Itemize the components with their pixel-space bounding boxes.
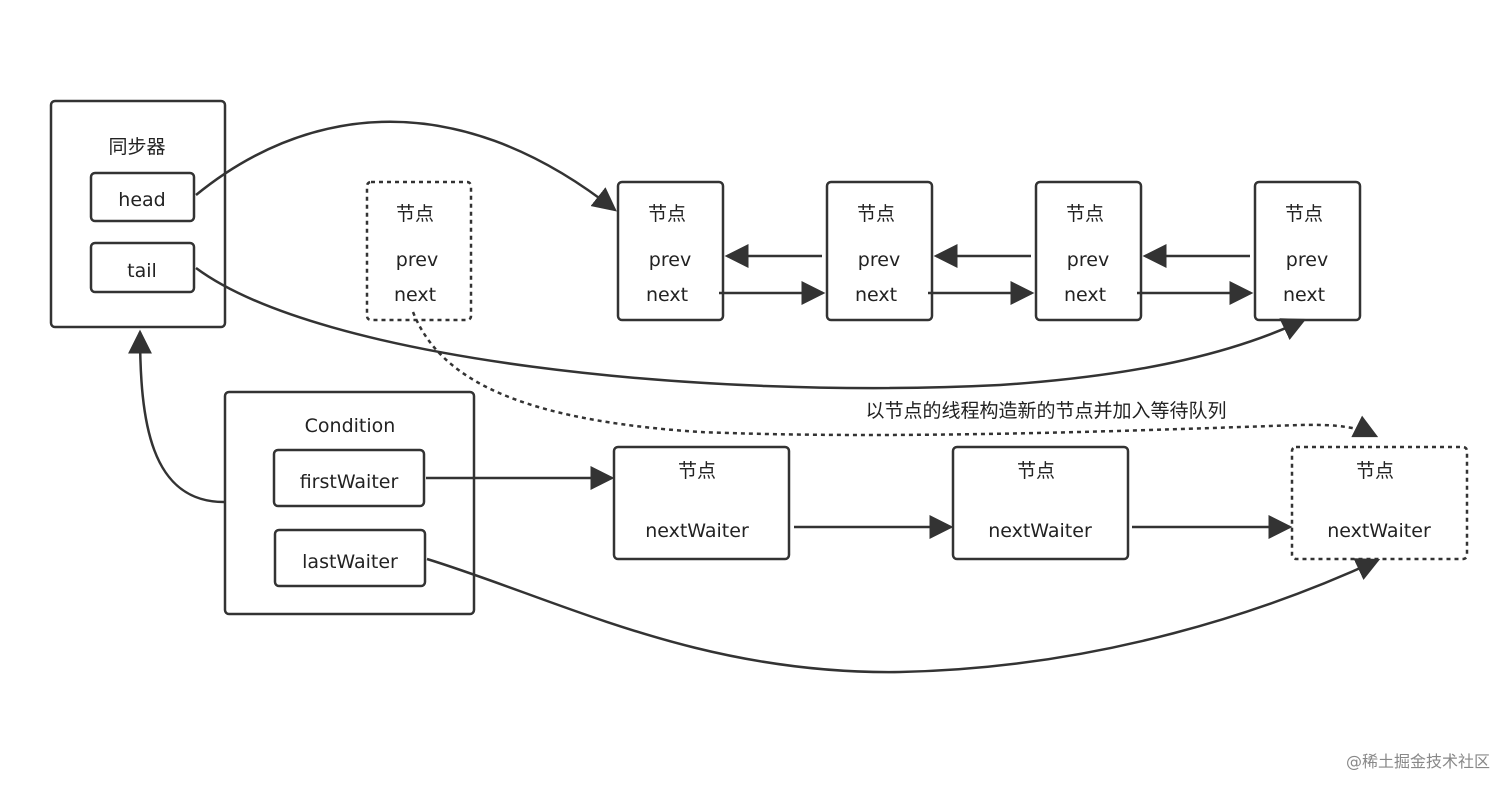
last-waiter-label: lastWaiter xyxy=(302,551,398,573)
node-prev: prev xyxy=(858,249,900,271)
tail-arrow xyxy=(195,266,1307,390)
wait-node-1: 节点 nextWaiter xyxy=(612,445,791,561)
node-prev: prev xyxy=(1286,249,1328,271)
node-title: 节点 xyxy=(857,203,895,225)
node-title: 节点 xyxy=(1066,203,1104,225)
tail-label: tail xyxy=(127,260,157,282)
node-title: 节点 xyxy=(1017,460,1055,482)
last-waiter-arrow xyxy=(426,557,1381,674)
head-field xyxy=(89,171,196,223)
node-prev: prev xyxy=(396,249,438,271)
sync-node-2: 节点 prev next xyxy=(825,180,934,322)
node-prev: prev xyxy=(649,249,691,271)
condition-to-sync-arrow xyxy=(128,329,225,504)
head-arrow xyxy=(195,120,617,212)
node-title: 节点 xyxy=(1356,460,1394,482)
node-next-waiter: nextWaiter xyxy=(988,520,1092,542)
tail-field xyxy=(89,241,196,294)
sync-node-4: 节点 prev next xyxy=(1253,180,1362,322)
sync-links xyxy=(719,244,1254,305)
synchronizer-box: 同步器 head tail xyxy=(49,99,227,329)
node-title: 节点 xyxy=(1285,203,1323,225)
sync-node-1: 节点 prev next xyxy=(616,180,725,322)
node-next: next xyxy=(394,284,436,306)
synchronizer-title: 同步器 xyxy=(108,136,165,158)
node-next-waiter: nextWaiter xyxy=(645,520,749,542)
last-waiter-field xyxy=(273,528,427,588)
first-waiter-label: firstWaiter xyxy=(300,471,399,493)
construct-arrow xyxy=(411,311,1379,438)
node-next: next xyxy=(1064,284,1106,306)
condition-box: Condition firstWaiter lastWaiter xyxy=(223,390,476,616)
node-title: 节点 xyxy=(678,460,716,482)
node-prev: prev xyxy=(1067,249,1109,271)
sync-node-3: 节点 prev next xyxy=(1034,180,1143,322)
annotation-label: 以节点的线程构造新的节点并加入等待队列 xyxy=(865,400,1226,422)
node-title: 节点 xyxy=(648,203,686,225)
wait-node-2: 节点 nextWaiter xyxy=(951,445,1130,561)
node-next-waiter: nextWaiter xyxy=(1327,520,1431,542)
watermark: @稀土掘金技术社区 xyxy=(1346,752,1490,771)
node-next: next xyxy=(646,284,688,306)
wait-node-new: 节点 nextWaiter xyxy=(1290,445,1469,561)
head-label: head xyxy=(118,189,165,211)
node-next: next xyxy=(855,284,897,306)
node-next: next xyxy=(1283,284,1325,306)
condition-title: Condition xyxy=(305,415,396,437)
new-sync-node: 节点 prev next xyxy=(365,180,473,322)
node-title: 节点 xyxy=(396,203,434,225)
first-waiter-field xyxy=(272,448,426,508)
